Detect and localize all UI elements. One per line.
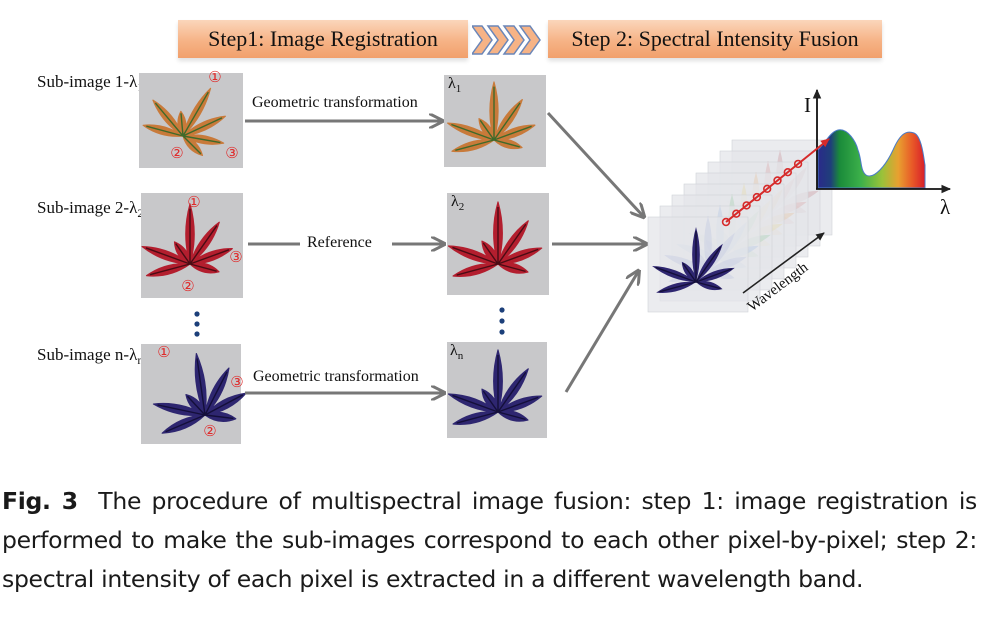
- step1-box: Step1: Image Registration: [178, 20, 468, 58]
- wavelength-axis-arrow: [742, 232, 825, 294]
- sub-image-n-label: Sub-image n-λn: [37, 345, 143, 367]
- step1-label: Step1: Image Registration: [208, 26, 438, 51]
- spectral-stack: [647, 139, 833, 313]
- chevron-arrows: [472, 25, 541, 55]
- pixel-sample: [762, 184, 772, 194]
- pixel-ray: [721, 138, 830, 227]
- pixel-sample: [773, 176, 782, 185]
- ellipsis-left: [194, 311, 200, 337]
- sub-image-n-tile: [141, 344, 241, 444]
- chevron-icon: [502, 25, 525, 55]
- pixel-sample: [793, 159, 803, 169]
- spectrum-plot: I λ: [804, 88, 952, 219]
- registered-2-lambda: λ2: [451, 193, 465, 213]
- step2-label: Step 2: Spectral Intensity Fusion: [571, 26, 859, 51]
- caption-text: The procedure of multispectral image fus…: [2, 487, 978, 593]
- registered-1-lambda: λ1: [448, 75, 462, 95]
- pixel-sample: [752, 192, 762, 202]
- leaf-image-n: ① ② ③: [152, 345, 247, 440]
- marker-label: ②: [181, 279, 194, 295]
- marker-label: ③: [229, 250, 242, 266]
- leaf-image-1: ① ② ③: [142, 70, 239, 162]
- registered-n-lambda: λn: [450, 342, 464, 362]
- marker-label: ②: [170, 146, 183, 162]
- arrow-label-geometric-1: Geometric transformation: [252, 94, 418, 111]
- pixel-sample: [721, 217, 731, 227]
- step2-box: Step 2: Spectral Intensity Fusion: [548, 20, 882, 58]
- pixel-sample: [742, 201, 751, 210]
- marker-label: ③: [230, 375, 243, 391]
- ellipsis-right: [499, 307, 505, 335]
- arrow-label-reference: Reference: [307, 234, 372, 252]
- leaf-registered-2: [447, 201, 543, 277]
- leaf-registered-1: [447, 81, 536, 153]
- arrow-to-fusion-n: [564, 272, 638, 393]
- arrow-to-fusion-1: [546, 111, 643, 216]
- marker-label: ②: [203, 424, 216, 440]
- figure-caption: Fig. 3 The procedure of multispectral im…: [2, 482, 977, 599]
- marker-label: ③: [225, 146, 238, 162]
- chevron-icon: [518, 25, 541, 55]
- marker-label: ①: [208, 70, 221, 86]
- marker-label: ①: [157, 345, 170, 361]
- pixel-sample: [783, 168, 792, 177]
- chevron-icon: [472, 25, 493, 55]
- band-leaf: [652, 227, 735, 293]
- lambda-axis-label: λ: [940, 195, 951, 219]
- arrow-label-geometric-n: Geometric transformation: [253, 368, 419, 385]
- pixel-sample: [732, 209, 741, 218]
- intensity-axis-label: I: [804, 93, 811, 117]
- spectrum-curve: [817, 129, 926, 189]
- sub-image-2-label: Sub-image 2-λ2: [37, 198, 143, 220]
- leaf-registered-n: [447, 349, 543, 425]
- figure-number: Fig. 3: [2, 487, 78, 515]
- chevron-icon: [486, 25, 509, 55]
- marker-label: ①: [187, 195, 200, 211]
- leaf-image-2: ① ② ③: [141, 195, 243, 295]
